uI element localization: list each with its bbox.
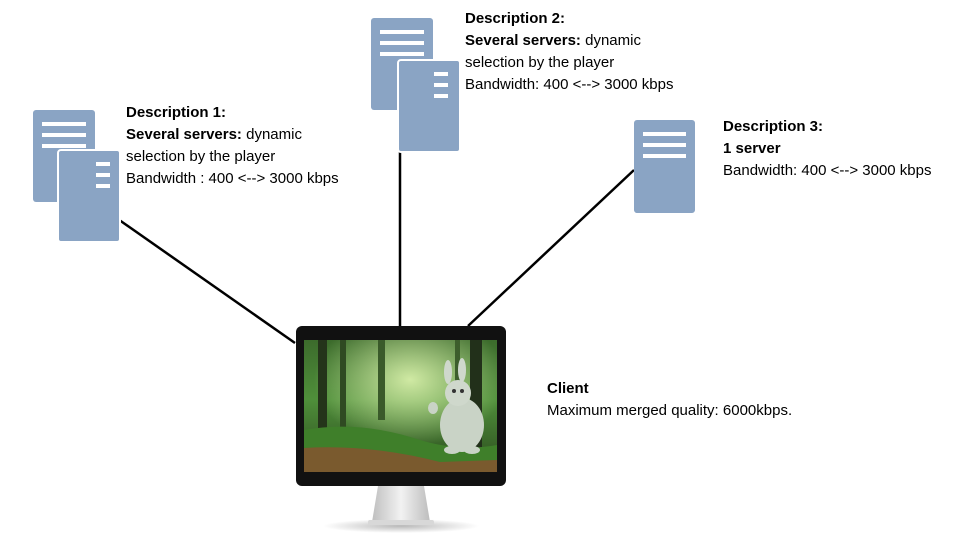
description-3-servers: 1 server: [723, 138, 931, 160]
description-3-label: Description 3: 1 server Bandwidth: 400 <…: [723, 116, 931, 182]
description-2-bandwidth: Bandwidth: 400 <--> 3000 kbps: [465, 76, 674, 93]
client-label: Client Maximum merged quality: 6000kbps.: [547, 378, 792, 422]
server-group-2-icon: [371, 18, 461, 153]
description-2-selection: selection by the player: [465, 54, 615, 71]
client-title: Client: [547, 380, 589, 397]
description-2-servers-bold: Several servers:: [465, 32, 581, 49]
description-1-servers: Several servers: dynamic: [126, 124, 339, 146]
description-3-servers-bold: 1 server: [723, 140, 781, 157]
description-1-servers-rest: dynamic: [241, 126, 302, 143]
server-3-icon: [634, 120, 695, 213]
description-2-title: Description 2:: [465, 10, 566, 27]
description-1-bandwidth: Bandwidth : 400 <--> 3000 kbps: [126, 170, 339, 187]
description-1-label: Description 1: Several servers: dynamic …: [126, 102, 339, 190]
description-1-selection: selection by the player: [126, 148, 276, 165]
description-3-bandwidth: Bandwidth: 400 <--> 3000 kbps: [723, 162, 932, 179]
description-1-servers-bold: Several servers:: [126, 126, 242, 143]
link-server-3: [467, 169, 635, 327]
description-2-label: Description 2: Several servers: dynamic …: [465, 8, 673, 96]
client-monitor-icon: [296, 326, 506, 533]
description-2-servers-rest: dynamic: [580, 32, 641, 49]
server-group-1-icon: [33, 110, 121, 243]
description-2-servers: Several servers: dynamic: [465, 30, 673, 52]
description-3-title: Description 3:: [723, 118, 824, 135]
client-quality: Maximum merged quality: 6000kbps.: [547, 402, 793, 419]
description-1-title: Description 1:: [126, 104, 227, 121]
link-server-1: [94, 201, 296, 345]
